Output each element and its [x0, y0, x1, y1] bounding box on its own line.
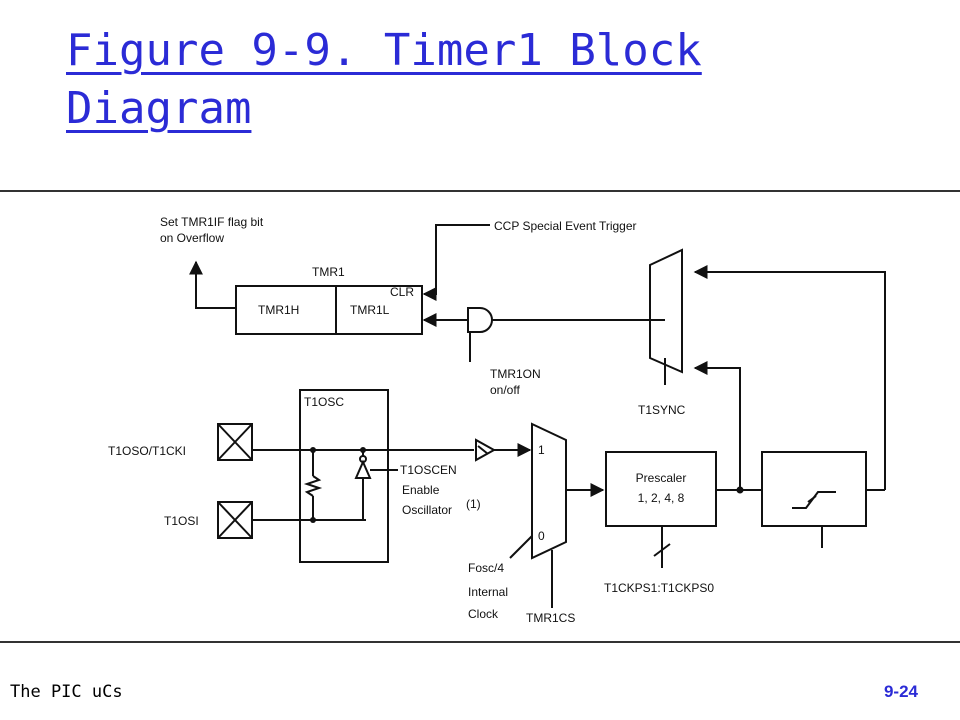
- timer1-block-diagram: Set TMR1IF flag bit on Overflow CCP Spec…: [108, 215, 886, 625]
- tmr1on-state-label: on/off: [490, 383, 520, 397]
- clock-label: Clock: [468, 607, 499, 621]
- bottom-divider: [0, 641, 960, 643]
- synchronizer-block: [761, 451, 867, 527]
- tmr1h-label: TMR1H: [258, 303, 299, 317]
- pin-t1oso: [217, 423, 253, 461]
- clock-source-mux: [531, 422, 567, 560]
- footer-page-number: 9-24: [883, 682, 918, 701]
- fosc-label: Fosc/4: [468, 561, 504, 575]
- tmr1-label: TMR1: [312, 265, 345, 279]
- t1osc-block: [299, 389, 389, 563]
- internal-label: Internal: [468, 585, 508, 599]
- mux-input-1-label: 1: [538, 443, 545, 457]
- enable-label: Enable: [402, 483, 440, 497]
- on-overflow-label: on Overflow: [160, 231, 224, 245]
- slide-title: Figure 9-9. Timer1 Block Diagram: [66, 25, 702, 134]
- pin-t1oso-label: T1OSO/T1CKI: [108, 444, 186, 458]
- t1osc-label: T1OSC: [304, 395, 344, 409]
- mux-input-0-label: 0: [538, 529, 545, 543]
- note-1-label: (1): [466, 497, 481, 511]
- t1ckps-label: T1CKPS1:T1CKPS0: [604, 581, 714, 595]
- ccp-trigger-label: CCP Special Event Trigger: [494, 219, 637, 233]
- t1sync-label: T1SYNC: [638, 403, 686, 417]
- tmr1on-label: TMR1ON: [490, 367, 541, 381]
- top-divider: [0, 190, 960, 192]
- osc-inverter: [354, 459, 372, 479]
- clr-label: CLR: [390, 285, 414, 299]
- and-gate: [467, 307, 493, 333]
- prescaler-block: [605, 451, 717, 527]
- input-buffer: [475, 438, 497, 462]
- tmr1-register: [235, 285, 423, 335]
- footer-course-title: The PIC uCs: [10, 682, 123, 702]
- pin-t1osi-label: T1OSI: [164, 514, 199, 528]
- oscillator-label: Oscillator: [402, 503, 452, 517]
- set-flag-label: Set TMR1IF flag bit: [160, 215, 264, 229]
- tmr1l-label: TMR1L: [350, 303, 390, 317]
- sync-mux: [649, 248, 683, 374]
- prescaler-label: Prescaler: [636, 471, 687, 485]
- tmr1cs-label: TMR1CS: [526, 611, 575, 625]
- t1oscen-label: T1OSCEN: [400, 463, 457, 477]
- prescaler-ratios-label: 1, 2, 4, 8: [638, 491, 685, 505]
